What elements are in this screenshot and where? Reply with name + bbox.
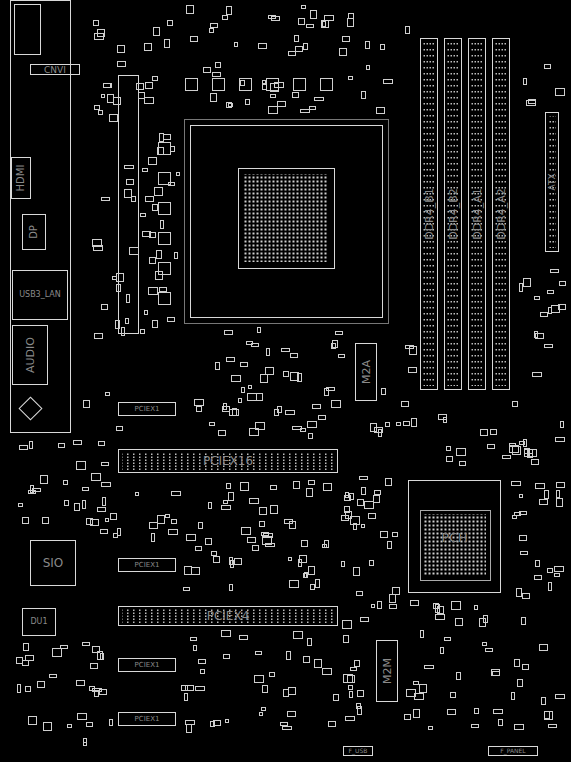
component-outline: HDMI <box>11 157 31 199</box>
component-outline: M2A <box>355 343 377 401</box>
component-outline: PCIEX4 <box>118 606 338 626</box>
component-label: CNVI <box>44 65 66 74</box>
component-outline: DDR4_B1 <box>420 38 438 390</box>
component-label: DDR4_B2 <box>448 188 459 240</box>
component-label: PCIEX1 <box>135 662 160 669</box>
component-label: PCIEX4 <box>207 610 250 622</box>
component-outline: SIO <box>30 540 76 586</box>
component-outline: DDR4_A1 <box>468 38 486 390</box>
component-label: HDMI <box>16 165 26 192</box>
component-label: SIO <box>43 557 64 569</box>
component-outline: ATX <box>545 112 559 252</box>
component-label: DP <box>29 225 39 239</box>
component-label: PCIEX1 <box>135 406 160 413</box>
component-label: M2A <box>361 360 372 384</box>
component-outline: PCIEX1 <box>118 658 176 672</box>
component-outline: PCIEX1 <box>118 712 176 726</box>
component-outline: PCH <box>408 480 501 593</box>
component-label: PCIEX16 <box>203 455 253 467</box>
component-label: PCIEX1 <box>135 716 160 723</box>
component-outline: USB3_LAN <box>12 270 68 320</box>
component-label: USB3_LAN <box>19 291 61 299</box>
component-label: ATX <box>548 173 557 190</box>
component-outline: F_PANEL <box>488 746 538 756</box>
component-label: AUDIO <box>25 337 36 373</box>
component-outline: M2M <box>376 640 398 702</box>
component-label: PCIEX1 <box>135 562 160 569</box>
component-outline: DDR4_B2 <box>444 38 462 390</box>
component-outline: DP <box>22 214 46 250</box>
component-outline: CNVI <box>30 64 80 75</box>
component-outline: DDR4_A2 <box>492 38 510 390</box>
component-outline: DU1 <box>22 608 56 636</box>
component-outline: F_USB <box>343 746 373 756</box>
component-label: DDR4_A1 <box>472 188 483 240</box>
component-label: F_PANEL <box>500 748 525 754</box>
component-label: F_USB <box>349 748 368 754</box>
component-outline: AUDIO <box>12 325 48 385</box>
component-label: PCH <box>441 530 468 543</box>
component-label: DDR4_A2 <box>496 188 507 240</box>
component-outline: PCIEX1 <box>118 558 176 572</box>
component-label: DDR4_B1 <box>424 188 435 240</box>
component-outline: PCIEX16 <box>118 449 338 473</box>
component-outline: PCIEX1 <box>118 402 176 416</box>
component-label: DU1 <box>30 618 47 626</box>
component-label: M2M <box>382 658 393 684</box>
